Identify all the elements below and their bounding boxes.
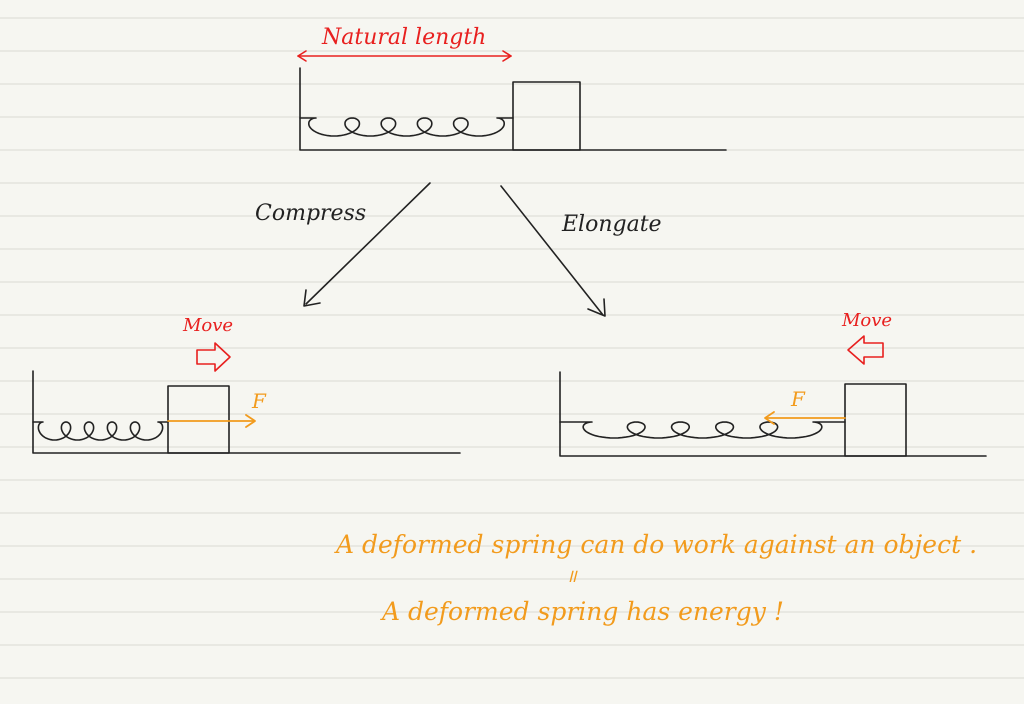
block-top [512,81,581,151]
elongated-panel: F Move [559,310,987,457]
natural-length-label: Natural length [321,25,486,50]
conclusion-line-1: A deformed spring can do work against an… [334,530,977,559]
conclusion-line-2: A deformed spring has energy ! [380,597,784,626]
wall-and-floor-left [32,370,461,454]
compress-arrow [303,182,431,307]
force-label-left: F [251,389,267,413]
spring-natural [299,117,514,137]
spring-compressed [32,421,169,441]
wall-and-floor-top [299,67,727,151]
natural-length-arrow [297,50,512,62]
elongate-arrow [500,185,606,317]
spring-elongated [559,421,846,439]
force-label-right: F [790,387,806,411]
block-elongated [844,383,907,457]
equals-mark: ॥ [566,566,578,587]
force-arrow-left [764,411,846,425]
ruled-lines [0,17,1024,679]
compressed-panel: F Move [32,315,461,454]
move-label-left: Move [182,315,233,336]
force-arrow-right [167,414,256,428]
elongate-label: Elongate [561,212,662,237]
compress-label: Compress [255,201,366,226]
move-right-icon [196,342,231,372]
block-compressed [167,385,230,454]
natural-length-panel: Natural length [297,25,727,151]
move-left-icon [847,335,884,365]
wall-and-floor-right [559,371,987,457]
move-label-right: Move [841,310,892,331]
